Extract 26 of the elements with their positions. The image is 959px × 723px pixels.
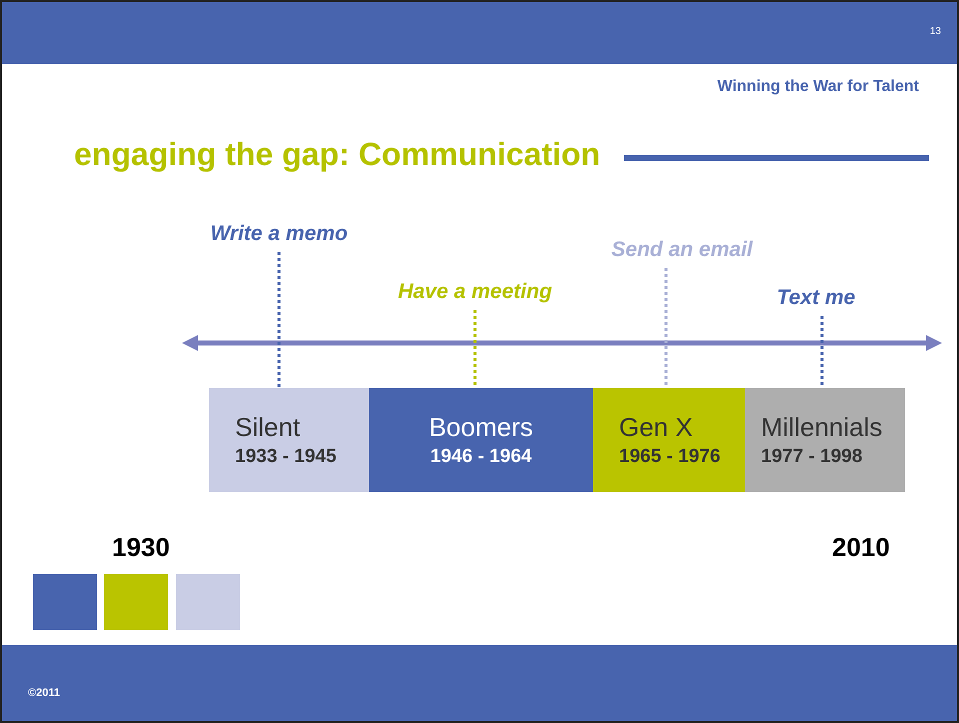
- year-range: 1946 - 1964: [430, 445, 532, 469]
- callout-label: Have a meeting: [398, 279, 552, 306]
- generation-name: Millennials: [761, 411, 882, 444]
- callout-label: Text me: [776, 285, 856, 312]
- generation-name: Gen X: [619, 411, 693, 444]
- callout-label: Write a memo: [210, 221, 348, 248]
- leader-line: [278, 252, 280, 388]
- generation-segment: [593, 388, 745, 492]
- title: engaging the gap: Communication: [74, 135, 600, 174]
- year-range: 1933 - 1945: [235, 445, 336, 469]
- copyright-text: ©2011: [28, 686, 60, 701]
- year-label: 1930: [112, 531, 170, 564]
- generation-name: Boomers: [428, 411, 534, 444]
- page-number: 13: [930, 25, 941, 39]
- year-range: 1977 - 1998: [761, 445, 862, 469]
- leader-line: [474, 310, 476, 388]
- callout-label: Send an email: [611, 237, 753, 264]
- generation-name: Silent: [235, 411, 300, 444]
- generation-segment: [209, 388, 369, 492]
- year-range: 1965 - 1976: [619, 445, 720, 469]
- generation-segment: [745, 388, 905, 492]
- leader-line: [664, 268, 668, 388]
- leader-line: [820, 316, 824, 388]
- generation-segment: [369, 388, 593, 492]
- year-label: 2010: [832, 531, 890, 564]
- subtitle: Winning the War for Talent: [717, 77, 919, 97]
